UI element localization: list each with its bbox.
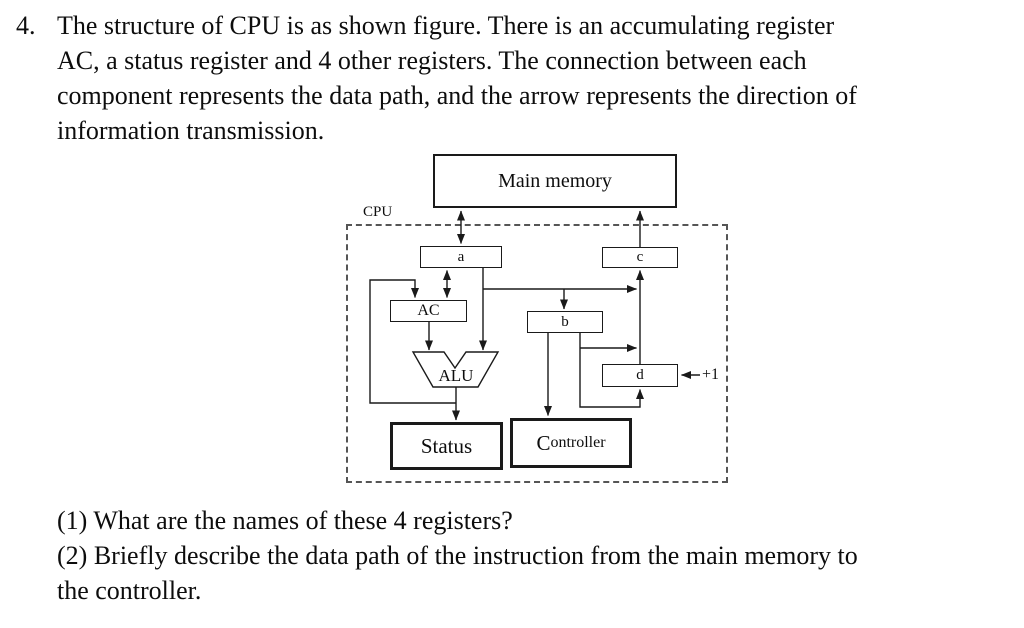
- arrow-alu-feedback-to-ac: [369, 279, 456, 404]
- register-a-label: a: [457, 248, 465, 265]
- register-d-label: d: [636, 367, 644, 383]
- register-a-box: a: [420, 246, 502, 268]
- alu-shape: [411, 351, 500, 388]
- cpu-boundary-dashed-box: [346, 224, 728, 483]
- controller-label-rest: ontroller: [550, 434, 606, 451]
- ac-register-box: AC: [390, 300, 467, 322]
- question-line: AC, a status register and 4 other regist…: [57, 46, 807, 75]
- register-c-box: c: [602, 247, 678, 268]
- question-text: The structure of CPU is as shown figure.…: [57, 8, 857, 148]
- status-register-box: Status: [390, 422, 503, 470]
- subquestions-text: (1) What are the names of these 4 regist…: [57, 503, 858, 608]
- ac-register-label: AC: [417, 302, 440, 319]
- controller-label-initial: C: [536, 430, 551, 455]
- register-b-box: b: [527, 311, 603, 333]
- register-b-label: b: [561, 313, 569, 330]
- cpu-boundary-label: CPU: [363, 204, 393, 220]
- question-line: The structure of CPU is as shown figure.…: [57, 11, 835, 40]
- subquestion-line: (2) Briefly describe the data path of th…: [57, 541, 858, 570]
- subquestion-line: (1) What are the names of these 4 regist…: [57, 506, 513, 535]
- question-line: component represents the data path, and …: [57, 81, 857, 110]
- register-c-label: c: [636, 249, 644, 265]
- arrow-register-b-to-register-d: [579, 333, 644, 408]
- main-memory-label: Main memory: [498, 169, 612, 192]
- register-d-box: d: [602, 364, 678, 387]
- increment-label: +1: [702, 366, 720, 383]
- main-memory-box: Main memory: [433, 154, 677, 208]
- subquestion-line: the controller.: [57, 576, 202, 605]
- question-line: information transmission.: [57, 116, 325, 145]
- question-number: 4.: [16, 11, 36, 40]
- status-register-label: Status: [420, 433, 473, 458]
- alu-label: ALU: [438, 366, 474, 385]
